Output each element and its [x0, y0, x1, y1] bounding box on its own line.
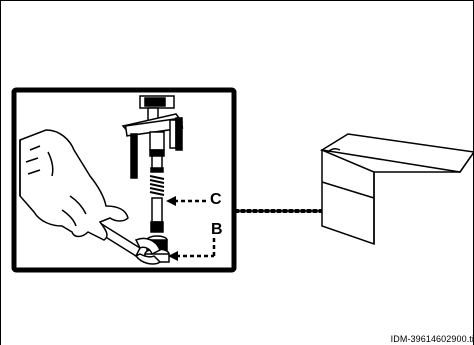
callout-label-b: B — [211, 222, 223, 238]
orifice-part — [151, 198, 163, 232]
figure-file-id: IDM-39614602900.ti — [391, 334, 474, 344]
callout-label-c: C — [210, 192, 222, 208]
detail-inset — [14, 90, 234, 270]
control-box — [322, 134, 474, 244]
